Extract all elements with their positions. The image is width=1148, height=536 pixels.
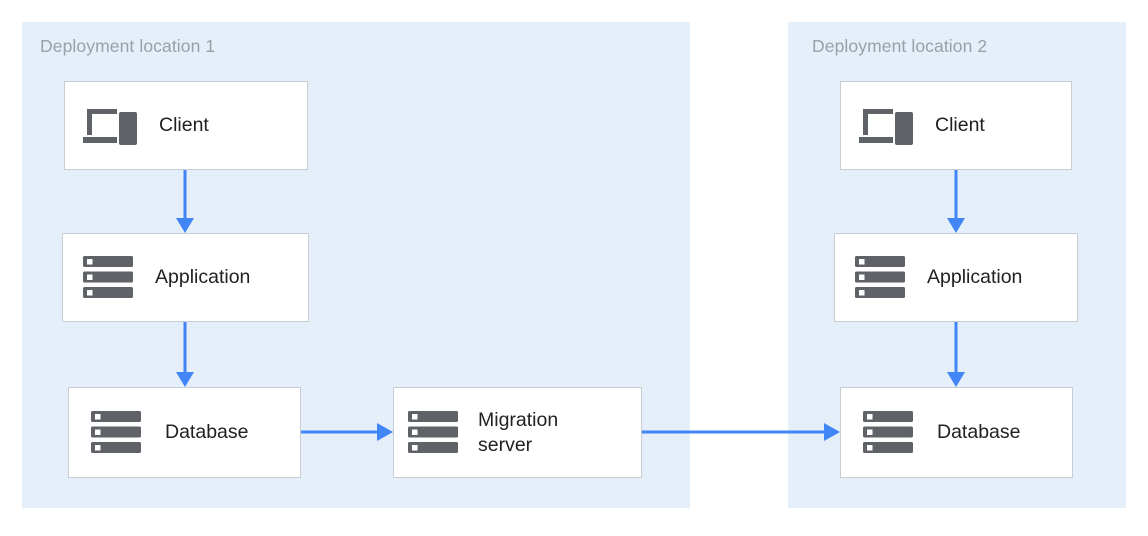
server-stack-icon-svg — [83, 255, 133, 298]
devices-icon — [83, 103, 137, 149]
node-label: Database — [165, 421, 249, 443]
connector-arrow — [301, 423, 393, 441]
node-client-2[interactable]: Client — [840, 81, 1072, 170]
deployment-zone-label: Deployment location 1 — [40, 36, 216, 56]
server-stack-icon-svg — [855, 255, 905, 298]
devices-icon-svg — [859, 108, 913, 145]
connector-arrow — [176, 170, 194, 233]
server-stack-icon — [83, 255, 133, 300]
server-stack-icon — [855, 255, 905, 300]
devices-icon — [859, 103, 913, 149]
node-label: Client — [159, 114, 209, 136]
node-client-1[interactable]: Client — [64, 81, 308, 170]
server-stack-icon-svg — [91, 410, 141, 453]
node-label: Client — [935, 114, 985, 136]
server-stack-icon — [863, 410, 913, 455]
node-application-2[interactable]: Application — [834, 233, 1078, 322]
node-migration-server[interactable]: Migration server — [393, 387, 642, 478]
server-stack-icon — [91, 410, 141, 455]
connector-arrow — [642, 423, 840, 441]
node-label: Application — [927, 266, 1023, 288]
server-stack-icon — [408, 410, 458, 455]
node-database-2[interactable]: Database — [840, 387, 1073, 478]
node-application-1[interactable]: Application — [62, 233, 309, 322]
server-stack-icon-svg — [408, 410, 458, 453]
deployment-zone-label: Deployment location 2 — [812, 36, 988, 56]
node-label: Database — [937, 421, 1021, 443]
node-label: Application — [155, 266, 251, 288]
node-label: Migration server — [478, 408, 559, 456]
connector-arrow — [947, 322, 965, 387]
connector-arrow — [947, 170, 965, 233]
server-stack-icon-svg — [863, 410, 913, 453]
connector-arrow — [176, 322, 194, 387]
devices-icon-svg — [83, 108, 137, 145]
node-database-1[interactable]: Database — [68, 387, 301, 478]
